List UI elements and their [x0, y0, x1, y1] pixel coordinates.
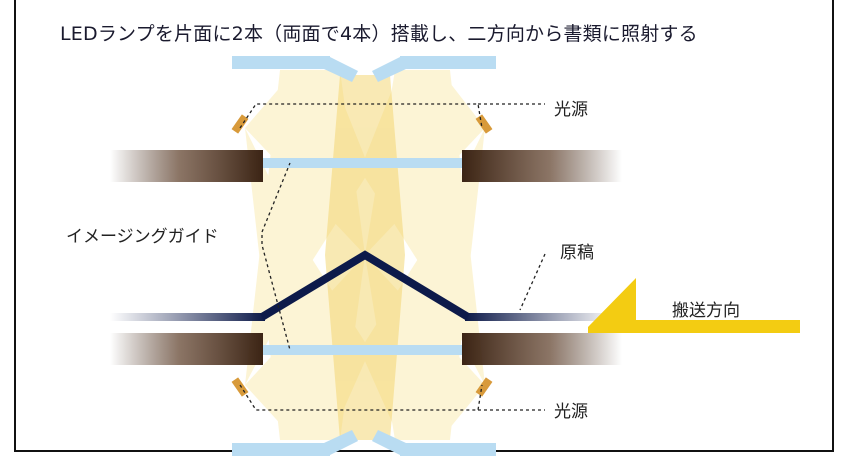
upper-left-guide	[110, 150, 263, 182]
label-document: 原稿	[560, 243, 594, 263]
label-transport-direction: 搬送方向	[672, 301, 740, 321]
document-right	[465, 313, 615, 321]
label-light-source-top: 光源	[554, 100, 588, 120]
upper-right-guide	[462, 150, 622, 182]
label-light-source-bottom: 光源	[554, 402, 588, 422]
top-mirrors	[232, 56, 496, 82]
leader-lines	[239, 103, 546, 411]
lower-left-guide	[110, 333, 263, 365]
lower-glass	[262, 345, 462, 355]
upper-glass	[262, 158, 462, 168]
bottom-mirrors	[232, 430, 496, 456]
transport-arrow-icon	[588, 278, 800, 333]
document-left	[110, 313, 265, 321]
lower-right-guide	[462, 333, 622, 365]
diagram-title: LEDランプを片面に2本（両面で4本）搭載し、二方向から書類に照射する	[60, 23, 698, 45]
document-peak	[259, 250, 471, 321]
label-imaging-guide: イメージングガイド	[66, 227, 219, 247]
